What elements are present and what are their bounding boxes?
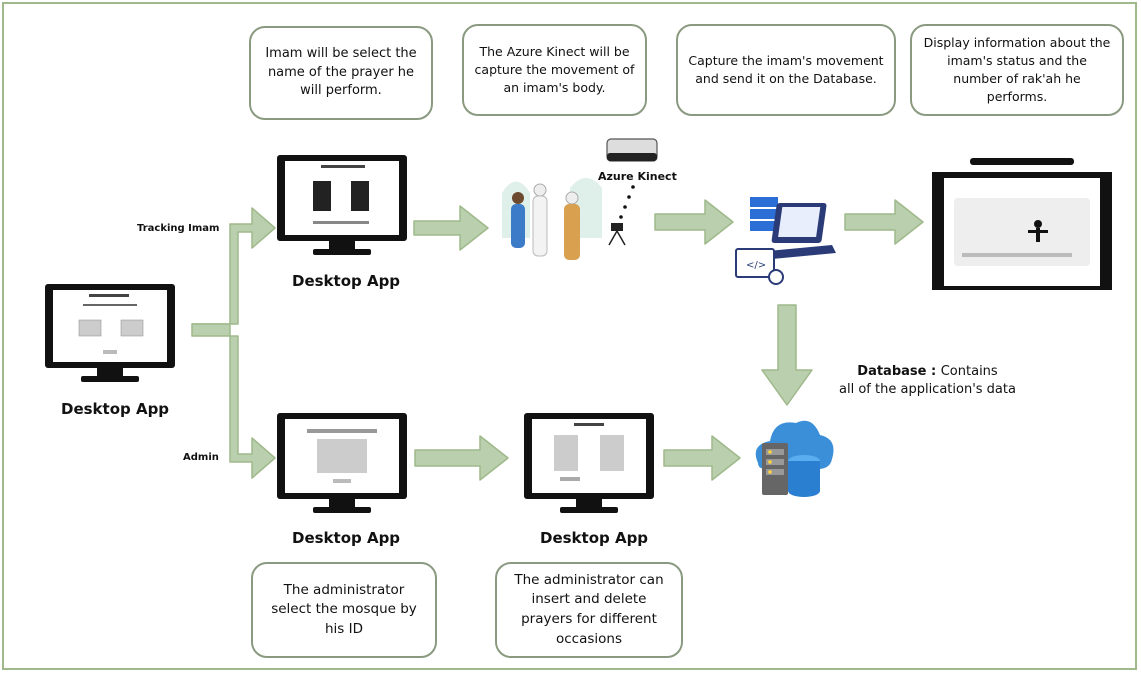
server-laptop-icon: </> <box>735 197 836 285</box>
admin-label: Admin <box>183 452 219 463</box>
note-display-info: Display information about the imam's sta… <box>910 24 1124 116</box>
arrow-app2-to-db <box>663 435 741 481</box>
desktop-app-admin-label: Desktop App <box>292 529 401 547</box>
note-admin-insert-text: The administrator can insert and delete … <box>514 571 664 647</box>
monitor-admin2-icon <box>524 413 654 513</box>
arrow-fork-tracking <box>191 207 276 325</box>
note-imam-select: Imam will be select the name of the pray… <box>249 26 433 120</box>
desktop-app-main-label: Desktop App <box>61 400 170 418</box>
arrow-pc-to-db <box>761 304 813 406</box>
note-admin-insert: The administrator can insert and delete … <box>495 562 683 658</box>
note-imam-select-text: Imam will be select the name of the pray… <box>265 45 417 99</box>
arrow-pc-to-display <box>844 199 924 245</box>
imams-praying-icon <box>502 178 602 260</box>
arrow-kinect-to-pc <box>654 199 734 245</box>
note-display-info-text: Display information about the imam's sta… <box>923 34 1111 105</box>
display-screen-icon <box>932 158 1112 290</box>
svg-text:</>: </> <box>746 260 766 271</box>
note-azure-capture: The Azure Kinect will be capture the mov… <box>462 24 647 116</box>
note-admin-select: The administrator select the mosque by h… <box>251 562 437 658</box>
database-desc-line1: Contains <box>940 364 998 379</box>
database-title: Database <box>857 364 927 379</box>
arrow-app-to-kinect <box>413 205 489 251</box>
database-cloud-icon <box>755 420 834 497</box>
monitor-tracking-icon <box>277 155 407 255</box>
arrow-admin-to-app2 <box>414 435 509 481</box>
tracking-imam-label: Tracking Imam <box>137 223 220 234</box>
desktop-app-admin2-label: Desktop App <box>540 529 649 547</box>
database-description: Database : Contains all of the applicati… <box>820 363 1035 398</box>
database-separator: : <box>926 364 941 379</box>
monitor-main-icon <box>45 284 175 382</box>
note-admin-select-text: The administrator select the mosque by h… <box>271 581 417 637</box>
monitor-admin-icon <box>277 413 407 513</box>
azure-kinect-sensor-icon <box>606 138 658 246</box>
arrow-fork-admin <box>229 335 276 479</box>
arrow-fork-trunk <box>191 323 231 337</box>
azure-kinect-label: Azure Kinect <box>598 170 677 183</box>
note-azure-capture-text: The Azure Kinect will be capture the mov… <box>474 43 635 96</box>
desktop-app-tracking-label: Desktop App <box>292 272 401 290</box>
note-capture-send: Capture the imam's movement and send it … <box>676 24 896 116</box>
note-capture-send-text: Capture the imam's movement and send it … <box>688 52 884 86</box>
database-desc-line2: all of the application's data <box>839 381 1016 397</box>
